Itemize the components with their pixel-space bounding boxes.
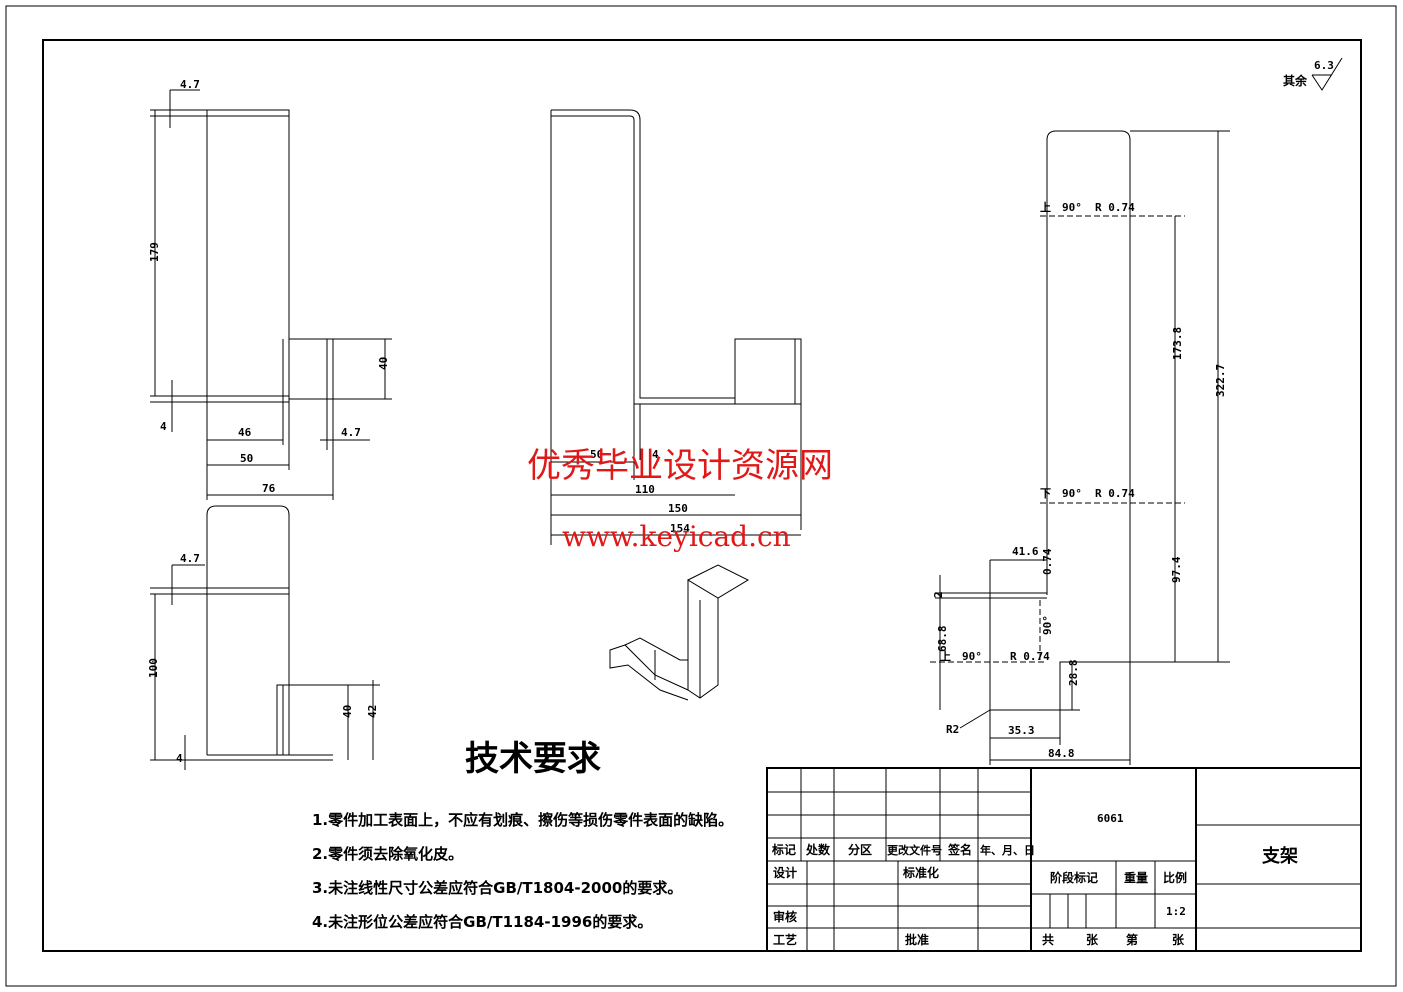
tech-requirements-title: 技术要求 — [465, 739, 601, 779]
sheets-total-prefix: 共 — [1042, 932, 1054, 947]
approve-label: 批准 — [905, 932, 929, 947]
watermark-url: www.keyicad.cn — [562, 520, 791, 553]
watermark-title: 优秀毕业设计资源网 — [527, 446, 833, 486]
dim-4-side: 4 — [652, 448, 659, 461]
surface-finish-value: 6.3 — [1314, 59, 1334, 72]
flange-outline — [288, 338, 334, 400]
scale-label: 比例 — [1163, 870, 1187, 885]
hdr-change-doc: 更改文件号 — [887, 843, 942, 857]
dim-41-6: 41.6 — [1012, 545, 1039, 558]
dim-173-8: 173.8 — [1171, 327, 1184, 360]
hdr-sign: 签名 — [947, 842, 972, 857]
surface-finish-label: 其余 — [1283, 73, 1308, 88]
dim-97-4: 97.4 — [1170, 556, 1183, 583]
dim-4-left: 4 — [160, 420, 167, 433]
dim-110: 110 — [635, 483, 655, 496]
hdr-mark: 标记 — [771, 842, 796, 857]
watermark: 优秀毕业设计资源网 www.keyicad.cn — [527, 446, 833, 553]
dim-35-3: 35.3 — [1008, 724, 1035, 737]
inner-frame — [42, 39, 1362, 952]
bend-low-angle: 90° — [962, 650, 982, 663]
small-angle: 90° — [1041, 615, 1054, 635]
dim-46: 46 — [238, 426, 252, 439]
part-name: 支架 — [1261, 845, 1298, 867]
dim-150: 150 — [668, 502, 688, 515]
dim-28-8: 28.8 — [1067, 660, 1080, 687]
requirement-3: 3.未注线性尺寸公差应符合GB/T1804-2000的要求。 — [312, 879, 682, 897]
design-label: 设计 — [773, 865, 797, 880]
dim-4-7-top: 4.7 — [180, 78, 200, 91]
sheet-no-prefix: 第 — [1126, 932, 1138, 947]
dim-40-lower: 40 — [341, 705, 354, 718]
hdr-zone: 分区 — [848, 842, 872, 857]
check-label: 审核 — [773, 909, 797, 924]
requirement-2: 2.零件须去除氧化皮。 — [312, 845, 463, 863]
title-block: 6061 支架 标记 处数 分区 更改文件号 签名 年、月、日 设计 标准化 阶… — [766, 767, 1362, 952]
thickness: 0.74 — [1041, 548, 1054, 575]
dim-42: 42 — [366, 705, 379, 718]
isometric-view — [609, 564, 750, 701]
stage-mark-label: 阶段标记 — [1050, 870, 1098, 885]
hdr-date: 年、月、日 — [980, 843, 1035, 857]
requirement-4: 4.未注形位公差应符合GB/T1184-1996的要求。 — [312, 913, 652, 931]
scale-value: 1:2 — [1166, 905, 1186, 918]
hdr-count: 处数 — [805, 842, 831, 857]
dim-154: 154 — [670, 522, 690, 535]
surface-finish-symbol: 其余 6.3 — [1283, 57, 1343, 91]
bend-top-angle: 90° — [1062, 201, 1082, 214]
outer-border — [5, 5, 1397, 987]
plate-outline — [206, 109, 290, 403]
dim-76: 76 — [262, 482, 276, 495]
dim-2: 2 — [932, 591, 945, 598]
dim-84-8: 84.8 — [1048, 747, 1075, 760]
standardize-label: 标准化 — [902, 865, 939, 880]
view-development: 上 90° R 0.74 下 90° R 0.74 上 90° R 0.74 9… — [930, 130, 1230, 765]
radius-r2: R2 — [946, 723, 959, 736]
sheets-total-suffix: 张 — [1086, 932, 1099, 947]
weight-label: 重量 — [1124, 870, 1148, 885]
dim-4-lower: 4 — [176, 752, 183, 765]
dim-50-side: 50 — [590, 448, 603, 461]
bend-mid-dir: 下 — [1040, 487, 1051, 500]
process-label: 工艺 — [773, 932, 797, 947]
requirement-1: 1.零件加工表面上，不应有划痕、擦伤等损伤零件表面的缺陷。 — [312, 811, 733, 829]
dim-4-7-lower: 4.7 — [180, 552, 200, 565]
view-front-lower: 4.7 100 4 40 42 — [147, 505, 380, 770]
technical-requirements: 技术要求 1.零件加工表面上，不应有划痕、擦伤等损伤零件表面的缺陷。 2.零件须… — [312, 739, 733, 931]
bend-mid-radius: R 0.74 — [1095, 487, 1135, 500]
bend-top-dir: 上 — [1040, 200, 1051, 214]
view-front-upper: 4.7 179 4 40 4.7 46 50 76 — [148, 78, 392, 500]
dim-68-8: 68.8 — [936, 626, 949, 653]
dim-50: 50 — [240, 452, 253, 465]
dim-322-7: 322.7 — [1214, 364, 1227, 397]
material: 6061 — [1097, 812, 1124, 825]
bend-low-radius: R 0.74 — [1010, 650, 1050, 663]
dim-4-7-right: 4.7 — [341, 426, 361, 439]
sheet-no-suffix: 张 — [1172, 932, 1185, 947]
dim-40: 40 — [377, 357, 390, 370]
bend-mid-angle: 90° — [1062, 487, 1082, 500]
bend-top-radius: R 0.74 — [1095, 201, 1135, 214]
dim-179: 179 — [148, 242, 161, 262]
view-side-middle: 50 4 110 150 154 — [550, 109, 802, 545]
bend-low-dir: 上 — [940, 649, 951, 663]
dim-100: 100 — [147, 658, 160, 678]
